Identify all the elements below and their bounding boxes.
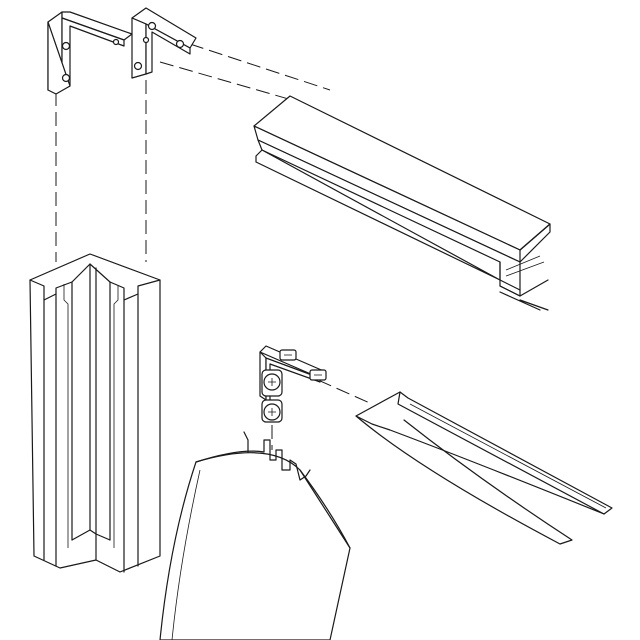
top-rail-profile xyxy=(253,95,551,311)
screw-icon xyxy=(61,41,71,51)
screw-icon xyxy=(279,349,297,361)
lower-bracket xyxy=(259,345,327,423)
screw-hole-icon xyxy=(112,38,120,46)
screw-icon xyxy=(309,369,327,381)
screw-icon xyxy=(61,73,71,83)
screw-icon xyxy=(261,369,283,397)
screw-icon xyxy=(175,39,185,49)
corner-bracket-right xyxy=(131,7,197,79)
screw-icon xyxy=(147,21,157,31)
screw-hole-icon xyxy=(142,36,150,44)
screw-icon xyxy=(261,399,283,423)
corner-bracket-left xyxy=(47,11,133,95)
vertical-column-profile xyxy=(29,253,161,573)
lower-rail-profile xyxy=(355,391,613,545)
curved-cover-profile xyxy=(159,431,351,640)
screw-icon xyxy=(133,61,143,71)
